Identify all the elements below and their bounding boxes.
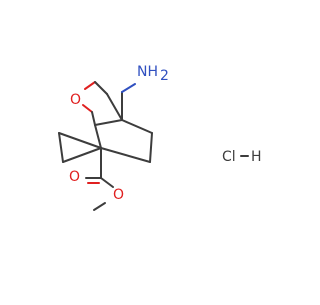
bond-c6-c1 xyxy=(100,147,151,163)
bond-c9-cage xyxy=(91,111,96,126)
bond-c1-c8 xyxy=(62,147,102,163)
bond-ch2-c3 xyxy=(94,81,108,95)
bond-c4-c5 xyxy=(121,119,153,134)
amine-label: NH xyxy=(137,64,158,80)
bond-c9-c1 xyxy=(58,132,102,149)
bond-c4-c7 xyxy=(94,119,123,126)
bond-c8-c9 xyxy=(58,132,64,163)
salt-h-label: H xyxy=(251,149,262,165)
bond-c5-c6 xyxy=(149,132,153,163)
amine-subscript: 2 xyxy=(160,68,169,84)
carbonyl-oxygen-label: O xyxy=(69,169,80,185)
bond-carbonyl-ester-o xyxy=(100,177,114,188)
salt-cl-label: Cl xyxy=(222,149,236,165)
bond-o-ch2 xyxy=(84,81,96,90)
ester-oxygen-label: O xyxy=(113,187,124,203)
ring-oxygen-label: O xyxy=(70,92,81,108)
bond-o-c9 xyxy=(82,104,93,113)
bond-ch2-n xyxy=(121,83,136,93)
bond-c7-c1 xyxy=(94,124,102,149)
bond-ester-o-methyl xyxy=(93,202,106,211)
bond-c4-ch2 xyxy=(106,93,123,121)
structure-canvas: O NH 2 O O Cl H xyxy=(58,64,262,211)
molecule-drawing: O NH 2 O O Cl H xyxy=(58,64,262,211)
